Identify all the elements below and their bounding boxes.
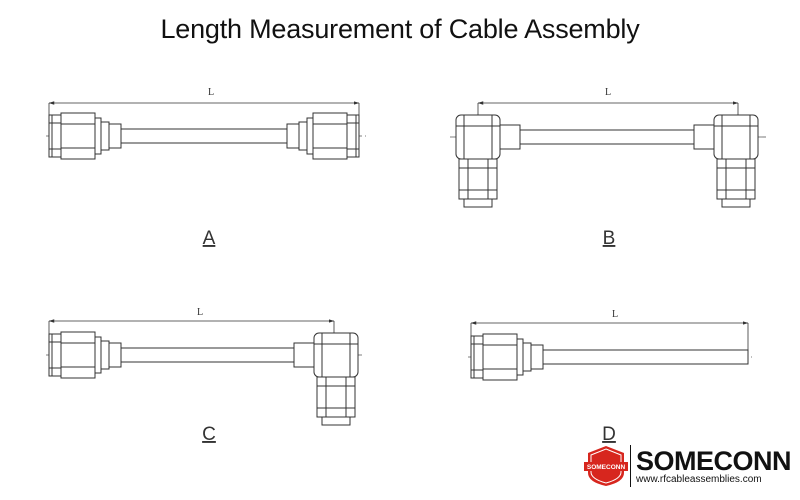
connector-angle-b-right [693, 114, 759, 208]
brand-logo-block: SOMECONN SOMECONN www.rfcableassemblies.… [584, 441, 794, 491]
cable-body [542, 349, 749, 365]
cable-body [120, 347, 295, 363]
brand-url: www.rfcableassemblies.com [636, 474, 762, 485]
dimension-label: L [605, 87, 611, 98]
connector-straight-a-left-shape [48, 112, 122, 160]
connector-angle-b-right-shape [693, 114, 759, 208]
cable-body [519, 129, 695, 145]
connector-angle-b-left-shape [455, 114, 521, 208]
connector-straight-d-left-shape [470, 333, 544, 381]
diagram-layer [46, 101, 768, 426]
connector-straight-c-left-shape [48, 331, 122, 379]
connector-angle-c-right [293, 332, 359, 426]
dimension-label: L [208, 87, 214, 98]
page-title: Length Measurement of Cable Assembly [160, 14, 640, 44]
connector-angle-c-right-shape [293, 332, 359, 426]
someconn-logo-icon: SOMECONN [584, 446, 628, 486]
brand-divider [630, 445, 631, 487]
connector-straight-a-right-shape [286, 112, 360, 160]
connector-angle-b-left [455, 114, 521, 208]
dimension-label: L [612, 309, 618, 320]
connector-straight-d-left [470, 333, 544, 381]
connector-straight-a-right [286, 112, 360, 160]
brand-name: SOMECONN [636, 446, 792, 476]
dimension-label: L [197, 307, 203, 318]
diagram-caption-a: A [203, 228, 216, 249]
connector-straight-c-left [48, 331, 122, 379]
diagram-caption-c: C [202, 424, 216, 445]
diagram-caption-b: B [603, 228, 616, 249]
cable-body [120, 128, 294, 144]
logo-text: SOMECONN [587, 464, 626, 471]
diagram-caption-d: D [602, 424, 616, 445]
connector-straight-a-left [48, 112, 122, 160]
